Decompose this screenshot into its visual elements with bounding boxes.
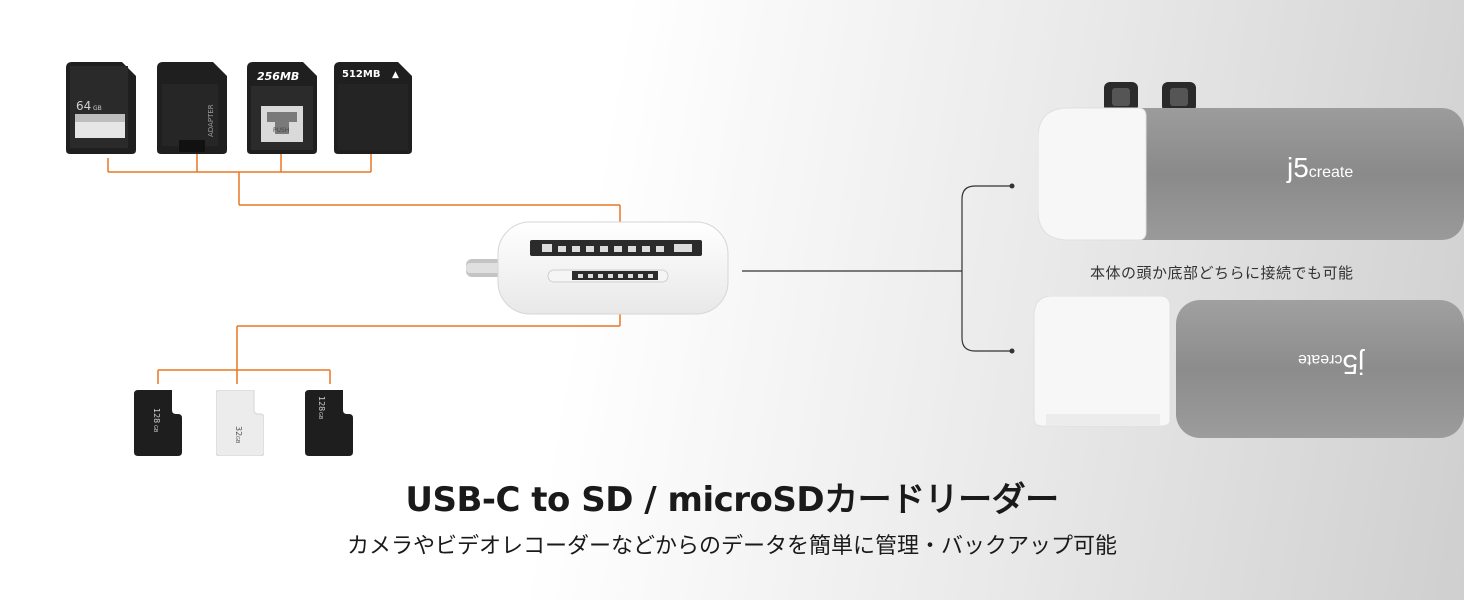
sd-card-512mb: 512MB ▲ bbox=[334, 62, 412, 154]
microsd-card-32gb: 32 GB bbox=[216, 390, 264, 456]
microsd-2-unit: GB bbox=[234, 436, 240, 444]
brand-logo-top: j5create bbox=[1287, 152, 1354, 183]
microsd-card-128gb-1: 128 GB bbox=[134, 390, 182, 456]
sd-card-256-label: 256MB bbox=[257, 70, 299, 83]
microsd-card-128gb-2: 128 GB bbox=[305, 390, 353, 456]
device-top-connection bbox=[1038, 82, 1464, 242]
card-reader-device bbox=[462, 218, 732, 318]
brand-logo-bottom-inverted: j5create bbox=[1298, 349, 1365, 380]
adapter-label: ADAPTER bbox=[207, 104, 215, 137]
microsd-1-label: 128 bbox=[152, 408, 161, 423]
sd-card-64gb: 64 GB bbox=[66, 62, 136, 154]
sd-card-64-unit: GB bbox=[93, 105, 102, 112]
sd-card-512-label: 512MB bbox=[342, 69, 380, 80]
microsd-1-unit: GB bbox=[152, 425, 158, 433]
device-bottom-connection bbox=[1032, 296, 1464, 442]
write-protect-mark: ▲ bbox=[392, 70, 399, 80]
sd-card-256mb: 256MB PUSH bbox=[247, 62, 317, 154]
push-label: PUSH bbox=[273, 127, 289, 134]
sd-card-adapter: ADAPTER bbox=[157, 62, 227, 154]
product-subtitle: カメラやビデオレコーダーなどからのデータを簡単に管理・バックアップ可能 bbox=[346, 534, 1117, 559]
connection-caption: 本体の頭か底部どちらに接続でも可能 bbox=[1090, 264, 1354, 282]
microsd-3-label: 128 bbox=[317, 396, 326, 411]
product-title: USB-C to SD / microSDカードリーダー bbox=[405, 480, 1059, 520]
microsd-2-label: 32 bbox=[234, 426, 243, 436]
sd-card-64-label: 64 bbox=[76, 99, 91, 113]
microsd-3-unit: GB bbox=[317, 412, 323, 420]
